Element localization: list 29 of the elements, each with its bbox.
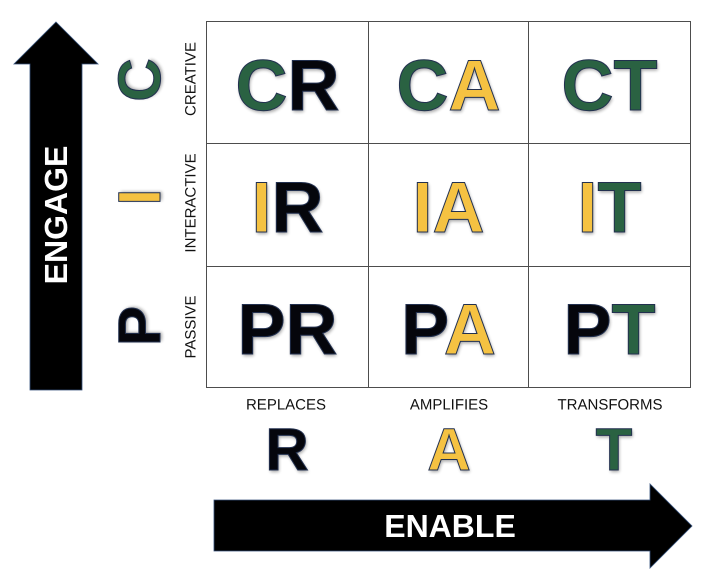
matrix-cell: [206, 266, 369, 388]
cell-code: PA: [401, 289, 496, 366]
matrix-cell: [206, 21, 369, 144]
cell-code: IR: [251, 167, 324, 244]
matrix-cell: [528, 266, 691, 388]
cell-code: IT: [578, 167, 642, 244]
axis-label: AMPLIFIES: [410, 398, 488, 412]
cell-code: PR: [237, 289, 338, 366]
axis-letter: R: [265, 420, 309, 480]
cell-code: PT: [563, 289, 656, 366]
cell-code: IA: [412, 167, 484, 244]
axis-letter: P: [110, 306, 170, 346]
block-arrow: [214, 484, 692, 568]
axis-label: INTERACTIVE: [184, 153, 198, 253]
axis-letter: I: [110, 188, 170, 206]
axis-letter: C: [110, 58, 170, 102]
axis-label: REPLACES: [246, 398, 326, 412]
axis-letter: A: [427, 420, 471, 480]
cell-code: CR: [236, 44, 340, 122]
axis-label: TRANSFORMS: [558, 398, 662, 412]
axis-letter: T: [596, 420, 632, 480]
matrix-cell: [528, 21, 691, 144]
axis-label: CREATIVE: [184, 42, 198, 116]
block-arrow: [14, 22, 98, 390]
axis-title: ENGAGE: [40, 146, 72, 284]
axis-label: PASSIVE: [184, 295, 198, 359]
cell-code: CT: [562, 44, 658, 122]
axis-title: ENABLE: [384, 510, 516, 542]
cell-code: CA: [396, 44, 500, 122]
